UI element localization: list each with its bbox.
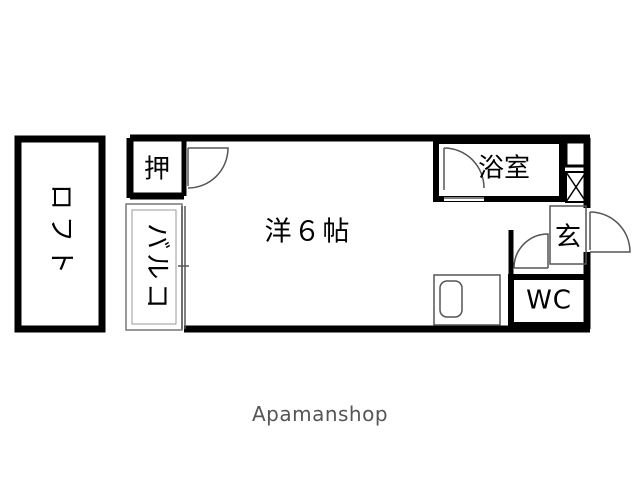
brand-logo: Apamanshop <box>251 402 389 426</box>
bath-wall <box>433 138 565 202</box>
toilet-door-swing <box>513 233 549 269</box>
balcony-label: バルコ <box>142 223 172 312</box>
bath-label: 浴室 <box>478 154 530 184</box>
balcony: バルコ <box>125 203 189 331</box>
sink-basin <box>439 280 463 318</box>
loft-wall <box>14 135 106 333</box>
bath: 浴室 <box>433 138 565 202</box>
loft: ロフト <box>14 135 106 333</box>
closet: 押 <box>144 147 229 189</box>
meter-box <box>564 140 588 203</box>
western-room-label: 洋６帖 <box>265 217 352 248</box>
bath-door-swing <box>443 147 485 189</box>
toilet-label: WC <box>526 286 572 316</box>
closet-door-swing <box>187 147 229 189</box>
toilet-wall <box>508 274 590 328</box>
entrance-label: 玄 <box>555 223 581 253</box>
entrance-outline <box>549 205 587 265</box>
entrance: 玄 <box>549 205 631 265</box>
closet-label: 押 <box>144 155 170 185</box>
entrance-door-swing <box>589 211 631 253</box>
kitchen-sink <box>433 274 501 326</box>
toilet: WC <box>508 230 590 328</box>
loft-label: ロフト <box>46 184 76 280</box>
